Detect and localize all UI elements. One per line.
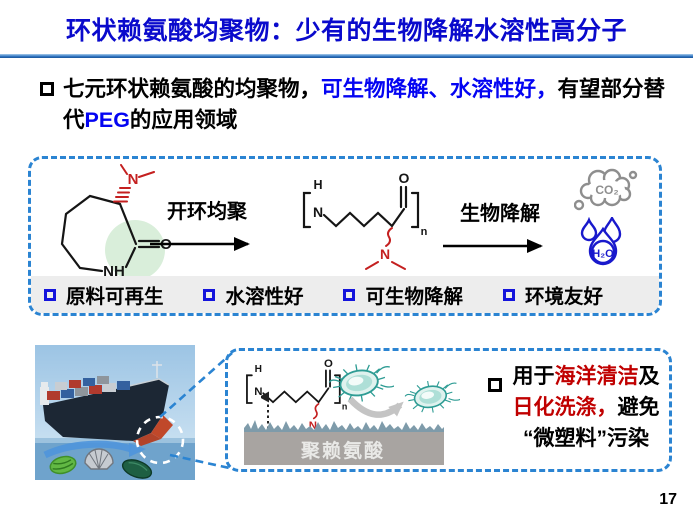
polymer-n-label: N xyxy=(313,204,323,220)
bullet-square-icon xyxy=(343,288,356,301)
coated-surface: 聚赖氨酸 xyxy=(244,420,444,465)
bullet-square-icon xyxy=(488,378,502,392)
polymer-h-label: H xyxy=(313,178,322,192)
intro-text: 七元环状赖氨酸的均聚物，可生物降解、水溶性好，有望部分替代PEG的应用领域 xyxy=(35,74,680,136)
surface-wave xyxy=(244,420,444,433)
bullet-square-icon xyxy=(502,288,515,301)
curved-transfer-arrow-icon xyxy=(347,396,404,418)
feature-label: 原料可再生 xyxy=(66,286,164,308)
monomer-nh-label: NH xyxy=(103,263,125,280)
right-bracket xyxy=(334,374,341,404)
intro-bullet: 七元环状赖氨酸的均聚物，可生物降解、水溶性好，有望部分替代PEG的应用领域 xyxy=(35,74,680,136)
ring-opening-label: 开环均聚 xyxy=(167,201,247,223)
feature-biodegradable: 可生物降解 xyxy=(343,280,463,309)
dimethylamino-group xyxy=(113,164,155,203)
polymer-h-label: H xyxy=(255,364,262,375)
polymer-n-label: N xyxy=(254,386,262,398)
h2o-droplet-icon: H₂O xyxy=(580,217,622,266)
dimethylamino-group xyxy=(365,227,406,270)
seven-membered-ring xyxy=(60,194,161,273)
feature-label: 环境友好 xyxy=(524,286,603,308)
backbone-chain xyxy=(262,369,331,404)
left-bracket xyxy=(302,191,312,229)
co2-cloud-icon: CO₂ xyxy=(574,168,638,211)
water-swoosh xyxy=(43,440,146,459)
monomer-n-label: N xyxy=(128,171,139,188)
bullet-square-icon xyxy=(44,288,56,301)
mussel-icon xyxy=(121,459,153,479)
application-line-2: 日化洗涤，避免 xyxy=(512,396,660,419)
biodegradation-step: 生物降解 xyxy=(439,197,561,254)
algae-icon xyxy=(49,455,77,475)
intro-seg-2: 有望 xyxy=(557,77,601,101)
application-line-1: 用于海洋清洁及 xyxy=(512,365,660,388)
h2o-label: H₂O xyxy=(592,248,614,260)
bullet-square-icon xyxy=(40,82,54,96)
bacterium-icon xyxy=(328,364,394,402)
polymer-structure: H N O n N xyxy=(302,170,428,270)
polymer-amine-n-label: N xyxy=(309,420,317,432)
polymer-o-label: O xyxy=(399,170,410,186)
intro-seg-1: 七元环状赖氨酸的均聚物， xyxy=(63,77,322,101)
polymer-structure: H N O n N xyxy=(246,358,347,439)
page-number: 17 xyxy=(659,491,677,508)
intro-seg-3: 部分替代 xyxy=(63,77,666,132)
right-bracket xyxy=(410,191,420,229)
feature-bar: 原料可再生 水溶性好 可生物降解 环境友好 xyxy=(31,276,659,313)
polymer-amine-n-label: N xyxy=(380,246,390,262)
feature-label: 水溶性好 xyxy=(225,286,304,308)
reaction-arrow-icon xyxy=(443,239,543,253)
bacterium-icon xyxy=(404,380,460,413)
surface-label: 聚赖氨酸 xyxy=(300,439,385,462)
co2-label: CO₂ xyxy=(595,183,618,197)
polymer-o-label: O xyxy=(324,358,333,370)
application-panel: H N O n N xyxy=(225,348,672,472)
surface-block xyxy=(244,432,444,465)
bullet-square-icon xyxy=(203,288,216,301)
reaction-arrow-icon xyxy=(150,237,250,251)
scallop-shell-icon xyxy=(84,448,114,470)
application-line-3: “微塑料”污染 xyxy=(523,427,649,450)
backbone-chain xyxy=(322,185,408,228)
left-bracket xyxy=(246,374,253,404)
repeat-subscript: n xyxy=(342,402,347,412)
ring-opening-step: 开环均聚 xyxy=(147,195,267,252)
intro-seg-blue: 可生物降解、水溶性好， xyxy=(321,77,558,101)
page-title: 环状赖氨酸均聚物：少有的生物降解水溶性高分子 xyxy=(65,17,627,45)
title-divider xyxy=(0,54,693,58)
bow-mast xyxy=(152,361,162,378)
application-text: 用于海洋清洁及 日化洗涤，避免 “微塑料”污染 xyxy=(508,361,664,454)
feature-water-soluble: 水溶性好 xyxy=(203,280,304,309)
reaction-scheme-panel: NH O N 开环均聚 H N O n N 生物降解 xyxy=(28,156,662,316)
feature-renewable: 原料可再生 xyxy=(44,280,164,309)
feature-eco-friendly: 环境友好 xyxy=(502,280,603,309)
intro-seg-peg: PEG xyxy=(84,108,130,132)
feature-label: 可生物降解 xyxy=(365,286,463,308)
container-ship xyxy=(40,361,173,446)
intro-seg-4: 的应用领域 xyxy=(129,108,238,132)
ship-illustration xyxy=(35,345,195,480)
callout-lines xyxy=(159,352,235,471)
containers xyxy=(47,376,130,400)
biodegradation-label: 生物降解 xyxy=(460,203,540,225)
repeat-subscript: n xyxy=(421,226,428,238)
